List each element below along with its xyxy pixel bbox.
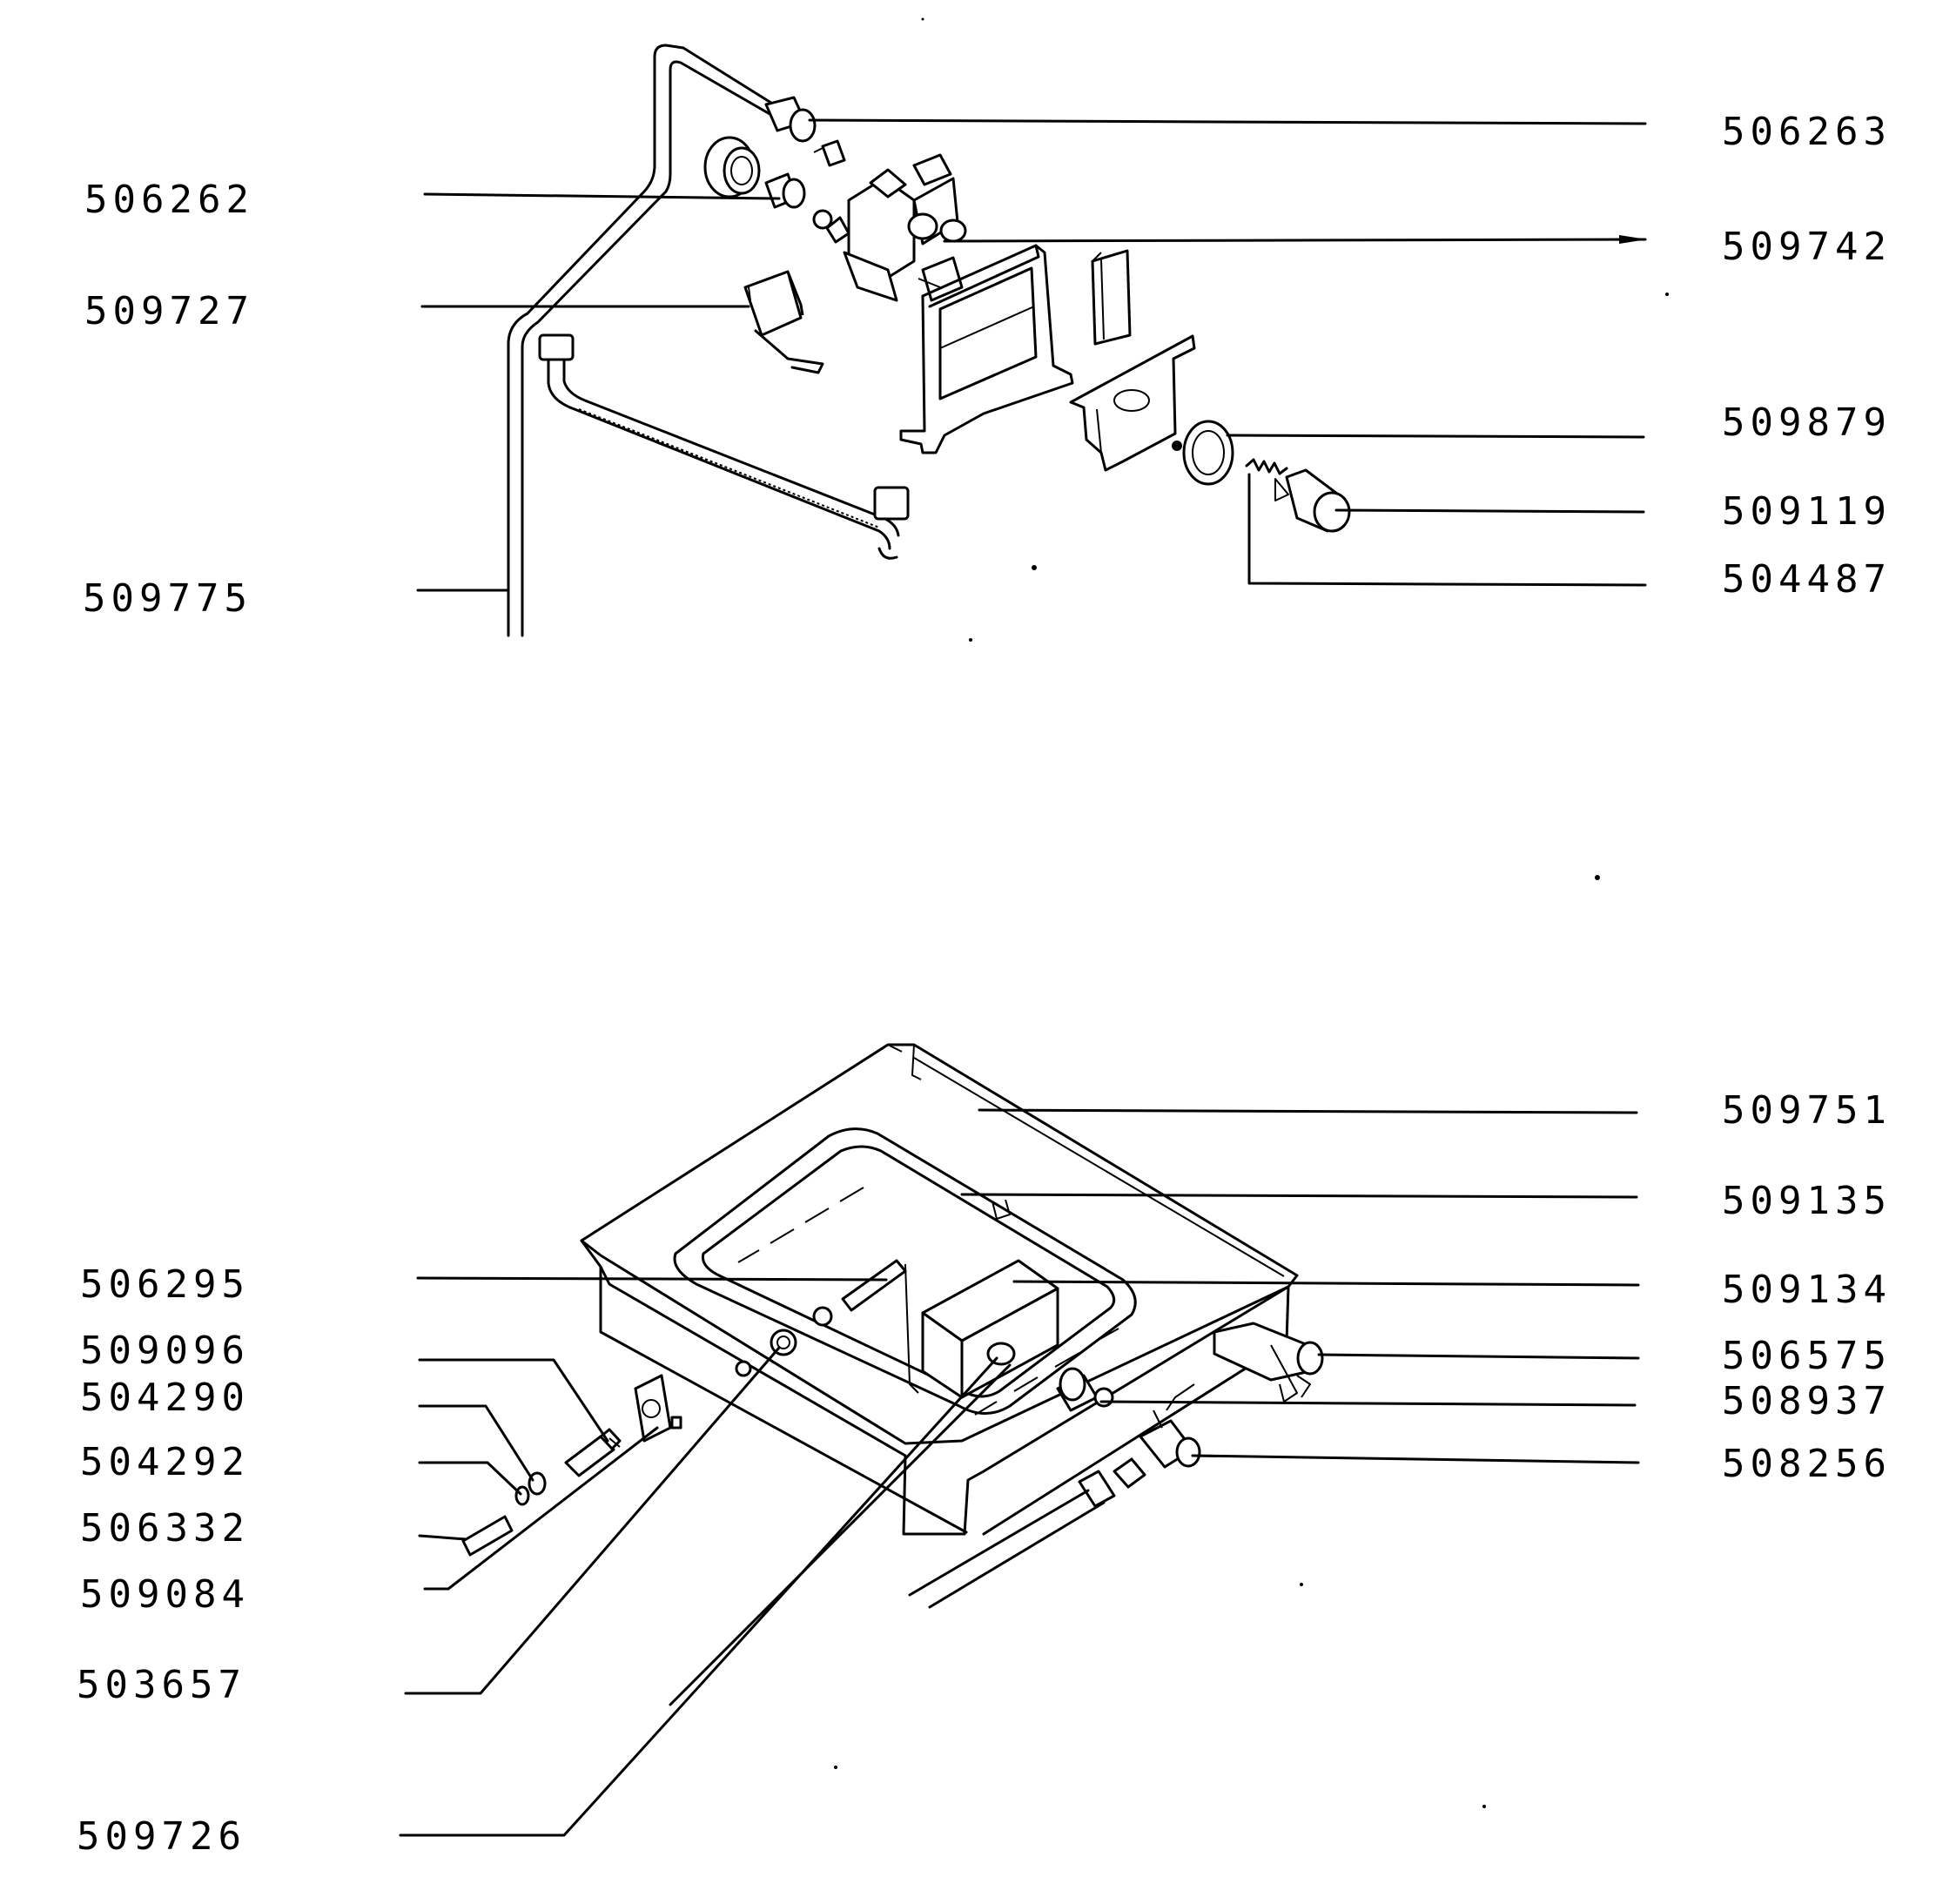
valve-bracket: [899, 244, 1074, 454]
bottom-assembly-drawing: [399, 1043, 1640, 1837]
tray-hole: [735, 1360, 752, 1377]
part-label-506332: 506332: [80, 1506, 250, 1551]
feed-pipe: [908, 1470, 1116, 1609]
connector-506262: [703, 136, 850, 244]
micro-switch-509727: [743, 270, 824, 374]
part-label-509726: 509726: [77, 1814, 246, 1859]
part-label-509742: 509742: [1722, 225, 1892, 269]
leader-509726-extra: [669, 1363, 1012, 1706]
plug-509726: [986, 1342, 1016, 1366]
part-label-509096: 509096: [80, 1329, 250, 1373]
leader-509134: [1012, 1280, 1640, 1287]
leader-506332: [418, 1534, 467, 1541]
leader-509742: [943, 238, 1647, 243]
part-label-503657: 503657: [77, 1663, 246, 1707]
part-label-509727: 509727: [84, 289, 254, 333]
leader-506575: [1317, 1353, 1640, 1360]
leader-506263: [808, 118, 1647, 125]
small-bracket: [1091, 249, 1132, 346]
leader-509751: [978, 1108, 1638, 1114]
leader-506295: [416, 1276, 888, 1282]
flexible-gas-hose: [538, 333, 910, 560]
leader-503657: [404, 1346, 781, 1695]
leader-509135: [960, 1193, 1638, 1199]
washer-504292: [514, 1485, 530, 1506]
part-label-509751: 509751: [1722, 1088, 1892, 1133]
scan-specks: [834, 17, 1669, 1808]
leader-509096: [418, 1358, 609, 1443]
spring-504487: [1245, 458, 1288, 475]
part-label-509879: 509879: [1722, 400, 1892, 445]
part-label-504487: 504487: [1722, 557, 1892, 602]
burner-slots: [737, 1187, 1119, 1416]
leader-504487: [1247, 473, 1647, 587]
part-label-506263: 506263: [1722, 110, 1892, 154]
gas-supply-pipe: [507, 44, 790, 637]
part-label-508256: 508256: [1722, 1442, 1892, 1486]
part-label-509119: 509119: [1722, 489, 1892, 534]
part-label-506262: 506262: [84, 178, 254, 222]
bracket-509084: [634, 1374, 682, 1443]
leader-508256: [1191, 1454, 1640, 1464]
part-label-509134: 509134: [1722, 1268, 1892, 1312]
gas-valve-block-509742: [843, 153, 967, 302]
part-label-504292: 504292: [80, 1440, 250, 1484]
part-label-506575: 506575: [1722, 1334, 1892, 1378]
pipe-nut-506263: [764, 96, 846, 167]
leader-509084: [423, 1426, 659, 1591]
leader-509119: [1334, 508, 1645, 514]
leader-lines-bottom: [399, 1108, 1640, 1837]
mounting-plate: [1069, 334, 1196, 472]
leader-509726: [399, 1356, 998, 1837]
leader-508937: [1099, 1400, 1637, 1407]
leader-504290: [418, 1404, 534, 1482]
part-label-509084: 509084: [80, 1572, 250, 1617]
part-label-508937: 508937: [1722, 1379, 1892, 1423]
part-label-506295: 506295: [80, 1262, 250, 1307]
part-label-509135: 509135: [1722, 1179, 1892, 1223]
injector-509096: [564, 1428, 622, 1477]
union-508256: [1113, 1383, 1201, 1489]
leader-509879: [1226, 434, 1645, 439]
electrode-506295: [812, 1259, 919, 1394]
control-knob-509119: [1274, 468, 1351, 533]
ring-509879: [1182, 420, 1234, 486]
gas-supply-pipe-inner: [521, 60, 785, 637]
leader-506262: [423, 192, 781, 200]
leader-lines-top: [416, 118, 1647, 592]
clip-508937: [1056, 1367, 1114, 1412]
part-label-509775: 509775: [83, 576, 252, 621]
part-label-504290: 504290: [80, 1376, 250, 1420]
handle-506575: [1213, 1322, 1324, 1403]
top-assembly-drawing: [416, 44, 1647, 637]
sleeve-506332: [461, 1515, 514, 1557]
leader-504292: [418, 1461, 522, 1496]
